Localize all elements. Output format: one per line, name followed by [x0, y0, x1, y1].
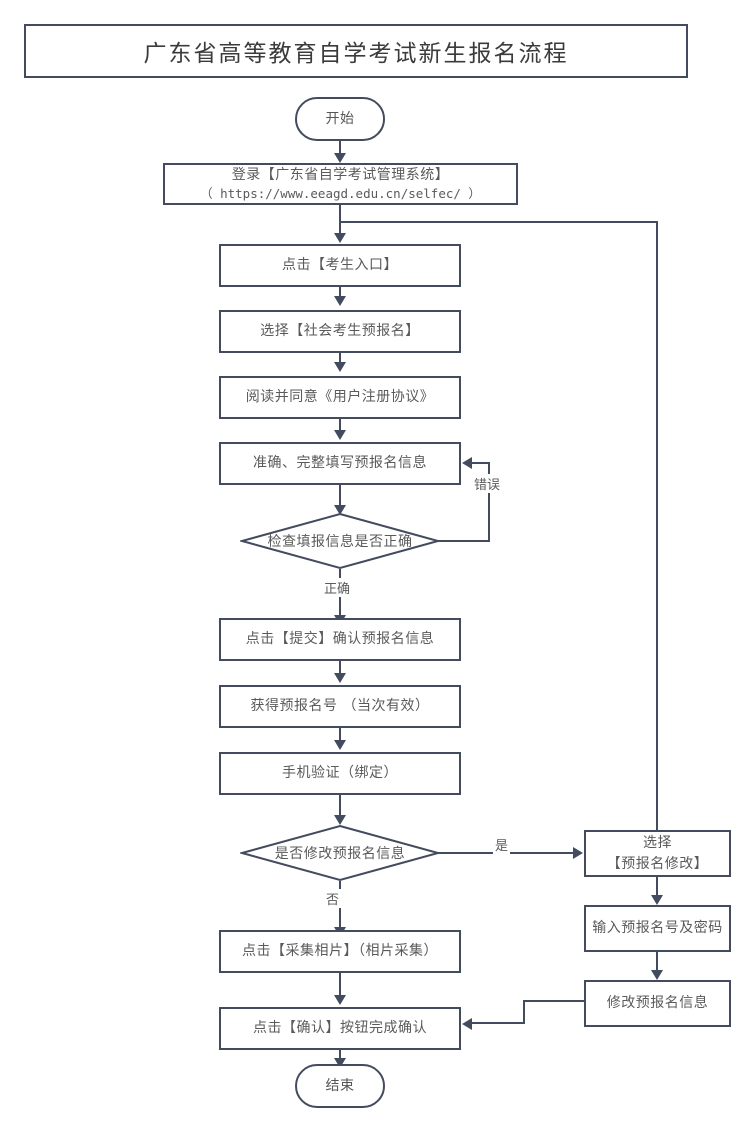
node-end[interactable]: 结束 — [295, 1064, 385, 1108]
edge-return-rail-horizontal — [339, 221, 658, 223]
edge-login-to-entry — [339, 205, 341, 235]
arrowhead-phone — [334, 740, 346, 750]
edge-label-no: 否 — [324, 889, 342, 908]
node-submit[interactable]: 点击【提交】确认预报名信息 — [219, 618, 461, 661]
node-phone-verify[interactable]: 手机验证（绑定） — [219, 752, 461, 795]
node-start-label: 开始 — [325, 110, 355, 127]
node-photo-collect[interactable]: 点击【采集相片】（相片采集） — [219, 930, 461, 973]
edge-fillinfo-to-check — [339, 485, 341, 507]
decision-diamond-shape-2 — [240, 824, 440, 882]
node-agreement-label: 阅读并同意《用户注册协议》 — [245, 389, 435, 406]
node-modify-decision[interactable]: 是否修改预报名信息 — [240, 824, 440, 882]
edge-domodify-step2 — [523, 1000, 525, 1024]
edge-confirm-to-end — [339, 1050, 341, 1062]
node-end-label: 结束 — [325, 1077, 355, 1094]
decision-diamond-shape — [240, 512, 440, 570]
arrowhead-yes — [573, 847, 583, 859]
edge-agreement-to-fillinfo — [339, 419, 341, 432]
edge-selectmodify-to-credentials — [656, 877, 658, 897]
node-get-number[interactable]: 获得预报名号 （当次有效） — [219, 685, 461, 728]
node-candidate-entry[interactable]: 点击【考生入口】 — [219, 244, 461, 287]
node-select-modify-label-line1: 选择 — [643, 835, 672, 852]
node-agreement[interactable]: 阅读并同意《用户注册协议》 — [219, 376, 461, 419]
edge-domodify-step1 — [523, 1000, 584, 1002]
node-confirm-label: 点击【确认】按钮完成确认 — [253, 1020, 427, 1037]
arrowhead-modify-decision — [334, 815, 346, 825]
node-select-preregister-label: 选择【社会考生预报名】 — [260, 323, 420, 340]
arrowhead-error-loop — [462, 457, 472, 469]
arrowhead-confirm — [334, 995, 346, 1005]
node-fill-info-label: 准确、完整填写预报名信息 — [253, 455, 427, 472]
edge-error-from-diamond — [438, 540, 490, 542]
arrowhead-agreement — [334, 362, 346, 372]
edge-submit-to-getnumber — [339, 661, 341, 675]
node-select-modify[interactable]: 选择 【预报名修改】 — [584, 830, 731, 877]
arrowhead-login — [334, 153, 346, 163]
arrowhead-getnumber — [334, 673, 346, 683]
node-fill-info[interactable]: 准确、完整填写预报名信息 — [219, 442, 461, 485]
edge-label-correct: 正确 — [322, 578, 353, 597]
edge-phone-to-modify-decision — [339, 795, 341, 817]
node-candidate-entry-label: 点击【考生入口】 — [282, 257, 398, 274]
edge-entry-to-preregister — [339, 287, 341, 297]
arrowhead-entry — [334, 233, 346, 243]
arrowhead-end — [334, 1058, 346, 1068]
arrowhead-domodify — [651, 970, 663, 980]
page-title: 广东省高等教育自学考试新生报名流程 — [143, 41, 569, 67]
edge-label-yes: 是 — [493, 835, 511, 854]
node-photo-collect-label: 点击【采集相片】（相片采集） — [242, 943, 438, 960]
arrowhead-fillinfo — [334, 430, 346, 440]
edge-domodify-step3 — [472, 1022, 525, 1024]
node-confirm[interactable]: 点击【确认】按钮完成确认 — [219, 1007, 461, 1050]
node-login-label-line2: （ https://www.eeagd.edu.cn/selfec/ ） — [200, 186, 481, 202]
page-title-banner: 广东省高等教育自学考试新生报名流程 — [24, 24, 688, 78]
node-submit-label: 点击【提交】确认预报名信息 — [245, 631, 435, 648]
node-login[interactable]: 登录【广东省自学考试管理系统】 （ https://www.eeagd.edu.… — [163, 163, 518, 205]
node-select-preregister[interactable]: 选择【社会考生预报名】 — [219, 310, 461, 353]
node-do-modify-label: 修改预报名信息 — [606, 995, 709, 1012]
arrowhead-credentials — [651, 895, 663, 905]
edge-label-error: 错误 — [472, 474, 503, 493]
edge-start-to-login — [339, 141, 341, 155]
node-start[interactable]: 开始 — [295, 97, 385, 141]
arrowhead-check — [334, 505, 346, 515]
node-input-credentials-label: 输入预报名号及密码 — [592, 920, 723, 937]
node-login-label-line1: 登录【广东省自学考试管理系统】 — [231, 166, 450, 183]
edge-photo-to-confirm — [339, 973, 341, 997]
edge-credentials-to-domodify — [656, 952, 658, 972]
edge-error-into-fillinfo — [472, 462, 490, 464]
edge-preregister-to-agreement — [339, 353, 341, 363]
node-phone-verify-label: 手机验证（绑定） — [282, 765, 398, 782]
arrowhead-preregister — [334, 296, 346, 306]
edge-return-rail-vertical — [656, 221, 658, 832]
node-check-info-decision[interactable]: 检查填报信息是否正确 — [240, 512, 440, 570]
arrowhead-domodify-to-confirm — [462, 1018, 472, 1030]
edge-getnumber-to-phone — [339, 728, 341, 742]
node-do-modify[interactable]: 修改预报名信息 — [584, 980, 731, 1027]
edge-error-vertical — [488, 462, 490, 541]
node-input-credentials[interactable]: 输入预报名号及密码 — [584, 905, 731, 952]
node-get-number-label: 获得预报名号 （当次有效） — [250, 698, 430, 715]
node-select-modify-label-line2: 【预报名修改】 — [606, 855, 709, 872]
